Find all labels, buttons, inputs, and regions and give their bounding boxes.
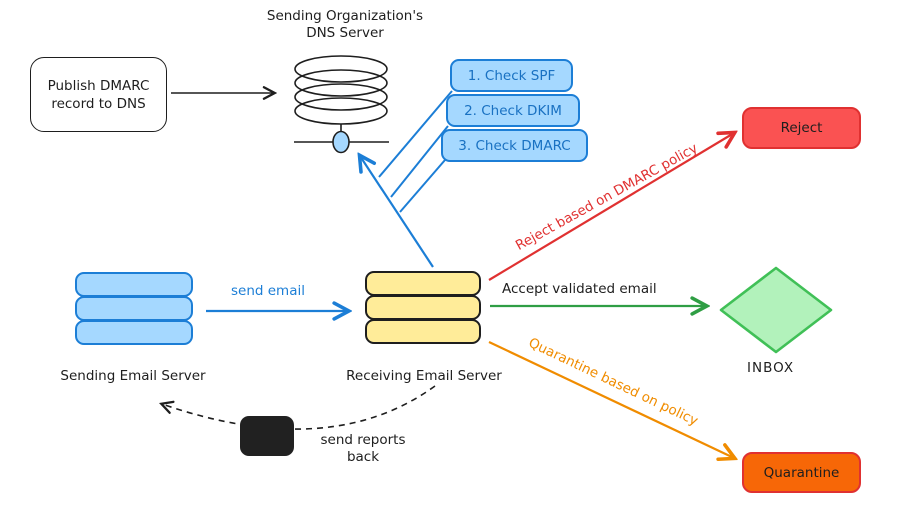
send-reports-arrow (162, 385, 436, 430)
quarantine-arrow (488, 341, 734, 458)
publish-dmarc-text: Publish DMARC record to DNS (48, 77, 150, 113)
reject-label: Reject (780, 120, 823, 136)
server-slab (365, 271, 481, 296)
sending-server-icon (75, 272, 193, 345)
accept-email-label: Accept validated email (502, 281, 657, 297)
check-dmarc-connector (399, 159, 446, 213)
server-slab (75, 296, 193, 321)
dns-server-title: Sending Organization's DNS Server (245, 8, 445, 42)
check-dkim-node: 2. Check DKIM (446, 94, 580, 127)
check-dkim-connector (390, 125, 449, 198)
publish-line2: record to DNS (51, 95, 146, 112)
send-reports-line1: send reports (320, 432, 406, 448)
publish-line1: Publish DMARC (47, 77, 150, 94)
inbox-diamond (719, 266, 833, 354)
quarantine-node: Quarantine (742, 452, 861, 493)
inbox-label: INBOX (747, 360, 795, 376)
check-dmarc-node: 3. Check DMARC (441, 129, 588, 162)
dns-title-line1: Sending Organization's (266, 8, 424, 24)
check-dkim-label: 2. Check DKIM (464, 102, 562, 119)
receiving-server-icon (365, 271, 481, 344)
reject-node: Reject (742, 107, 861, 149)
dns-server-icon (294, 55, 389, 154)
server-slab (365, 319, 481, 344)
send-reports-label: send reports back (308, 432, 418, 466)
quarantine-label: Quarantine (763, 464, 840, 481)
check-spf-node: 1. Check SPF (450, 59, 573, 92)
report-message-icon (240, 416, 294, 456)
verify-lookup-arrow (360, 156, 434, 268)
server-slab (365, 295, 481, 320)
server-slab (75, 320, 193, 345)
send-reports-line2: back (346, 449, 380, 465)
publish-dmarc-node: Publish DMARC record to DNS (30, 57, 167, 132)
server-slab (75, 272, 193, 297)
receiving-server-label: Receiving Email Server (346, 368, 502, 384)
check-spf-label: 1. Check SPF (467, 67, 556, 84)
reject-arrow (488, 133, 734, 281)
dns-title-line2: DNS Server (306, 25, 384, 41)
sending-server-label: Sending Email Server (60, 368, 206, 384)
send-email-label: send email (231, 283, 305, 299)
check-dmarc-label: 3. Check DMARC (458, 137, 571, 154)
check-spf-connector (378, 90, 453, 178)
